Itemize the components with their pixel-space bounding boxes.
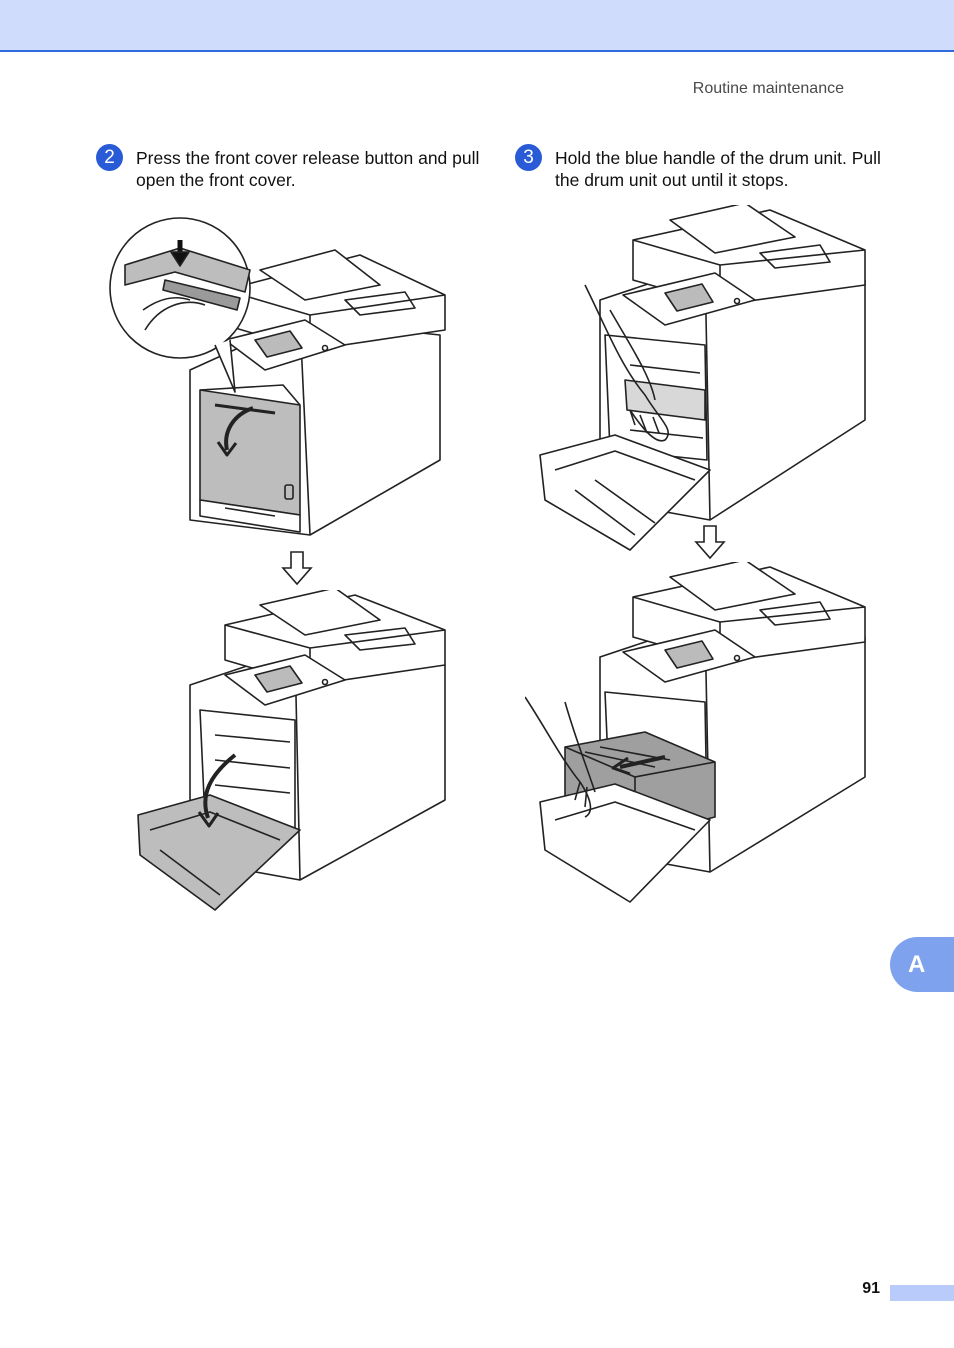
section-title: Routine maintenance [692, 80, 844, 97]
illustration-front-cover-open [137, 590, 446, 911]
page-number-bar [890, 1285, 954, 1301]
down-arrow-icon [281, 551, 313, 586]
page-number: 91 [862, 1280, 880, 1297]
step-instruction: Press the front cover release button and… [136, 148, 480, 190]
step-instruction: Hold the blue handle of the drum unit. P… [555, 148, 881, 190]
illustration-drum-pulled-out [525, 562, 866, 903]
chapter-tab: A [890, 937, 954, 992]
step-number-badge: 2 [96, 144, 123, 171]
header-bar [0, 0, 954, 52]
illustration-hold-drum-handle [539, 205, 866, 551]
down-arrow-icon [694, 525, 726, 560]
illustration-press-release-button [109, 217, 446, 536]
step-number-badge: 3 [515, 144, 542, 171]
